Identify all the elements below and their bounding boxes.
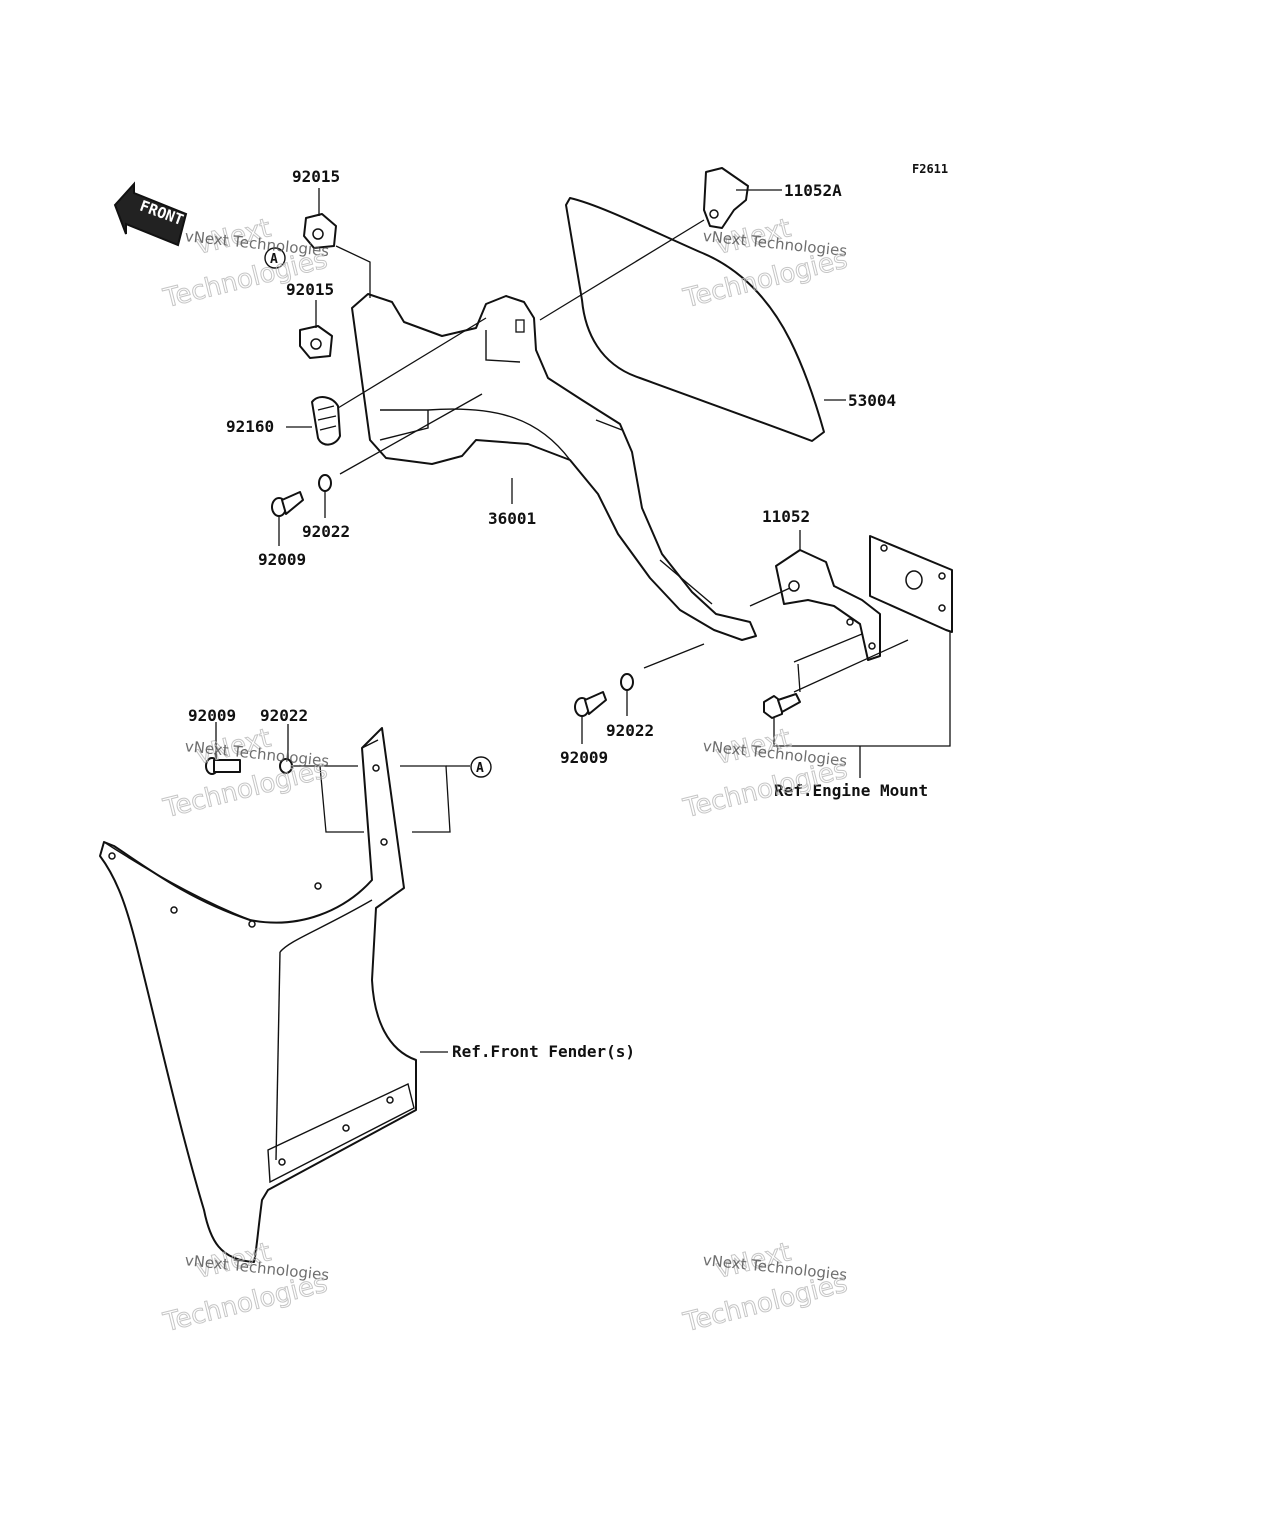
screw-92009-left [271,491,304,517]
lower-leader-lines [215,722,470,1053]
figure-code: F2611 [912,162,948,176]
label-53004: 53004 [848,391,896,410]
front-arrow-icon: FRONT [113,181,188,247]
leader-lines [278,188,951,778]
label-92015-mid: 92015 [286,280,334,299]
label-92022-fender: 92022 [260,706,308,725]
svg-text:Technologies: Technologies [680,755,850,825]
label-92009-left: 92009 [258,550,306,569]
callout-a-upper: A [264,247,286,269]
svg-text:Technologies: Technologies [680,1269,850,1339]
washer-92022-mid [620,673,634,691]
clip-92015-top [303,213,337,249]
watermark-bottom-left: vNext vNext Technologies Technologies [160,1237,331,1339]
bracket-11052a [703,167,749,229]
ref-front-fender: Ref.Front Fender(s) [452,1042,635,1061]
engine-mount-plate [869,535,953,633]
svg-text:A: A [270,252,278,267]
callout-a-lower: A [470,756,492,778]
label-92009-mid: 92009 [560,748,608,767]
washer-92022-left [318,474,332,492]
ref-engine-mount: Ref.Engine Mount [774,781,928,800]
svg-text:Technologies: Technologies [160,1269,330,1339]
engine-mount-bolt [763,693,801,719]
watermark-mid-left: vNext vNext Technologies Technologies [160,723,331,825]
svg-text:Technologies: Technologies [160,245,330,315]
pad-53004 [565,197,825,442]
label-92022-mid: 92022 [606,721,654,740]
label-11052: 11052 [762,507,810,526]
front-fender [99,727,417,1263]
clip-92015-mid [299,325,333,359]
svg-text:Technologies: Technologies [160,755,330,825]
label-11052a: 11052A [784,181,842,200]
bracket-11052 [775,549,881,661]
screw-92009-mid [574,691,607,717]
grommet-92160 [311,396,341,446]
svg-text:A: A [476,761,484,776]
watermark-bottom-right: vNext vNext Technologies Technologies [680,1237,851,1339]
label-36001: 36001 [488,509,536,528]
side-cover-36001 [351,293,757,641]
label-92022-left: 92022 [302,522,350,541]
screw-92009-fender [205,757,241,775]
label-92015-top: 92015 [292,167,340,186]
label-92009-fender: 92009 [188,706,236,725]
watermark-mid-right: vNext vNext Technologies Technologies [680,723,851,825]
label-92160: 92160 [226,417,274,436]
